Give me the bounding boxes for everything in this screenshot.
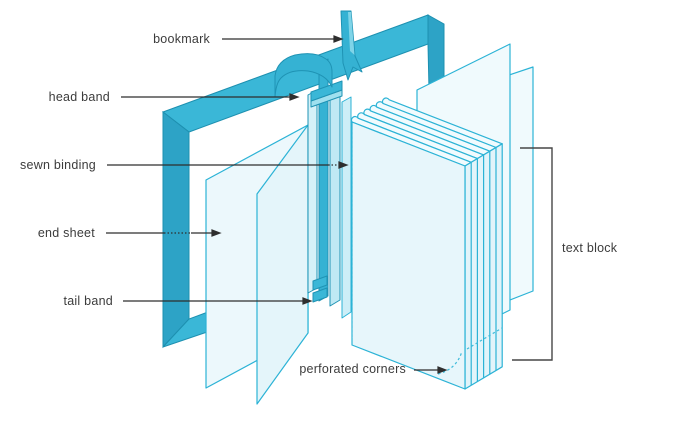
label-head-band: head band xyxy=(48,90,110,104)
perforated-corners-arrow xyxy=(414,366,448,374)
head-band-arrow xyxy=(121,93,300,101)
lining-strip-left xyxy=(307,89,318,294)
text-block-front-face xyxy=(351,121,466,390)
text-block-bracket xyxy=(512,147,553,361)
bookmark-ribbon-highlight xyxy=(348,12,355,55)
lining-strip-right xyxy=(329,81,341,307)
sewn-binding-arrow xyxy=(107,161,349,169)
perforated-corner-arc xyxy=(437,350,463,375)
spine-face-strip xyxy=(341,96,352,319)
cover-left-bar xyxy=(162,110,190,349)
label-tail-band: tail band xyxy=(63,294,113,308)
rounded-spine-arch xyxy=(274,53,333,98)
cover-board-frame xyxy=(161,14,445,349)
bookmark-arrow xyxy=(222,35,344,43)
label-text-block: text block xyxy=(562,241,618,255)
tail-band-arrow xyxy=(123,297,313,305)
tail-band-upper xyxy=(312,275,328,291)
label-perforated-corners: perforated corners xyxy=(299,362,406,376)
front-endsheet xyxy=(205,124,309,405)
label-sewn-binding: sewn binding xyxy=(20,158,96,172)
perforation-marks xyxy=(437,327,503,375)
signature-ridges xyxy=(350,97,503,167)
leader-arrows xyxy=(106,35,448,374)
perforation-line xyxy=(466,327,503,350)
label-bookmark: bookmark xyxy=(153,32,210,46)
tail-band-lower xyxy=(312,287,328,303)
endsheet-fly-leaf xyxy=(256,124,309,405)
signature-side-edges xyxy=(464,143,503,390)
end-sheet-arrow xyxy=(106,229,222,237)
text-block xyxy=(350,97,503,390)
label-end-sheet: end sheet xyxy=(37,226,95,240)
bookmark-ribbon xyxy=(340,10,363,81)
spine-lining xyxy=(307,58,352,319)
bands xyxy=(310,80,343,303)
